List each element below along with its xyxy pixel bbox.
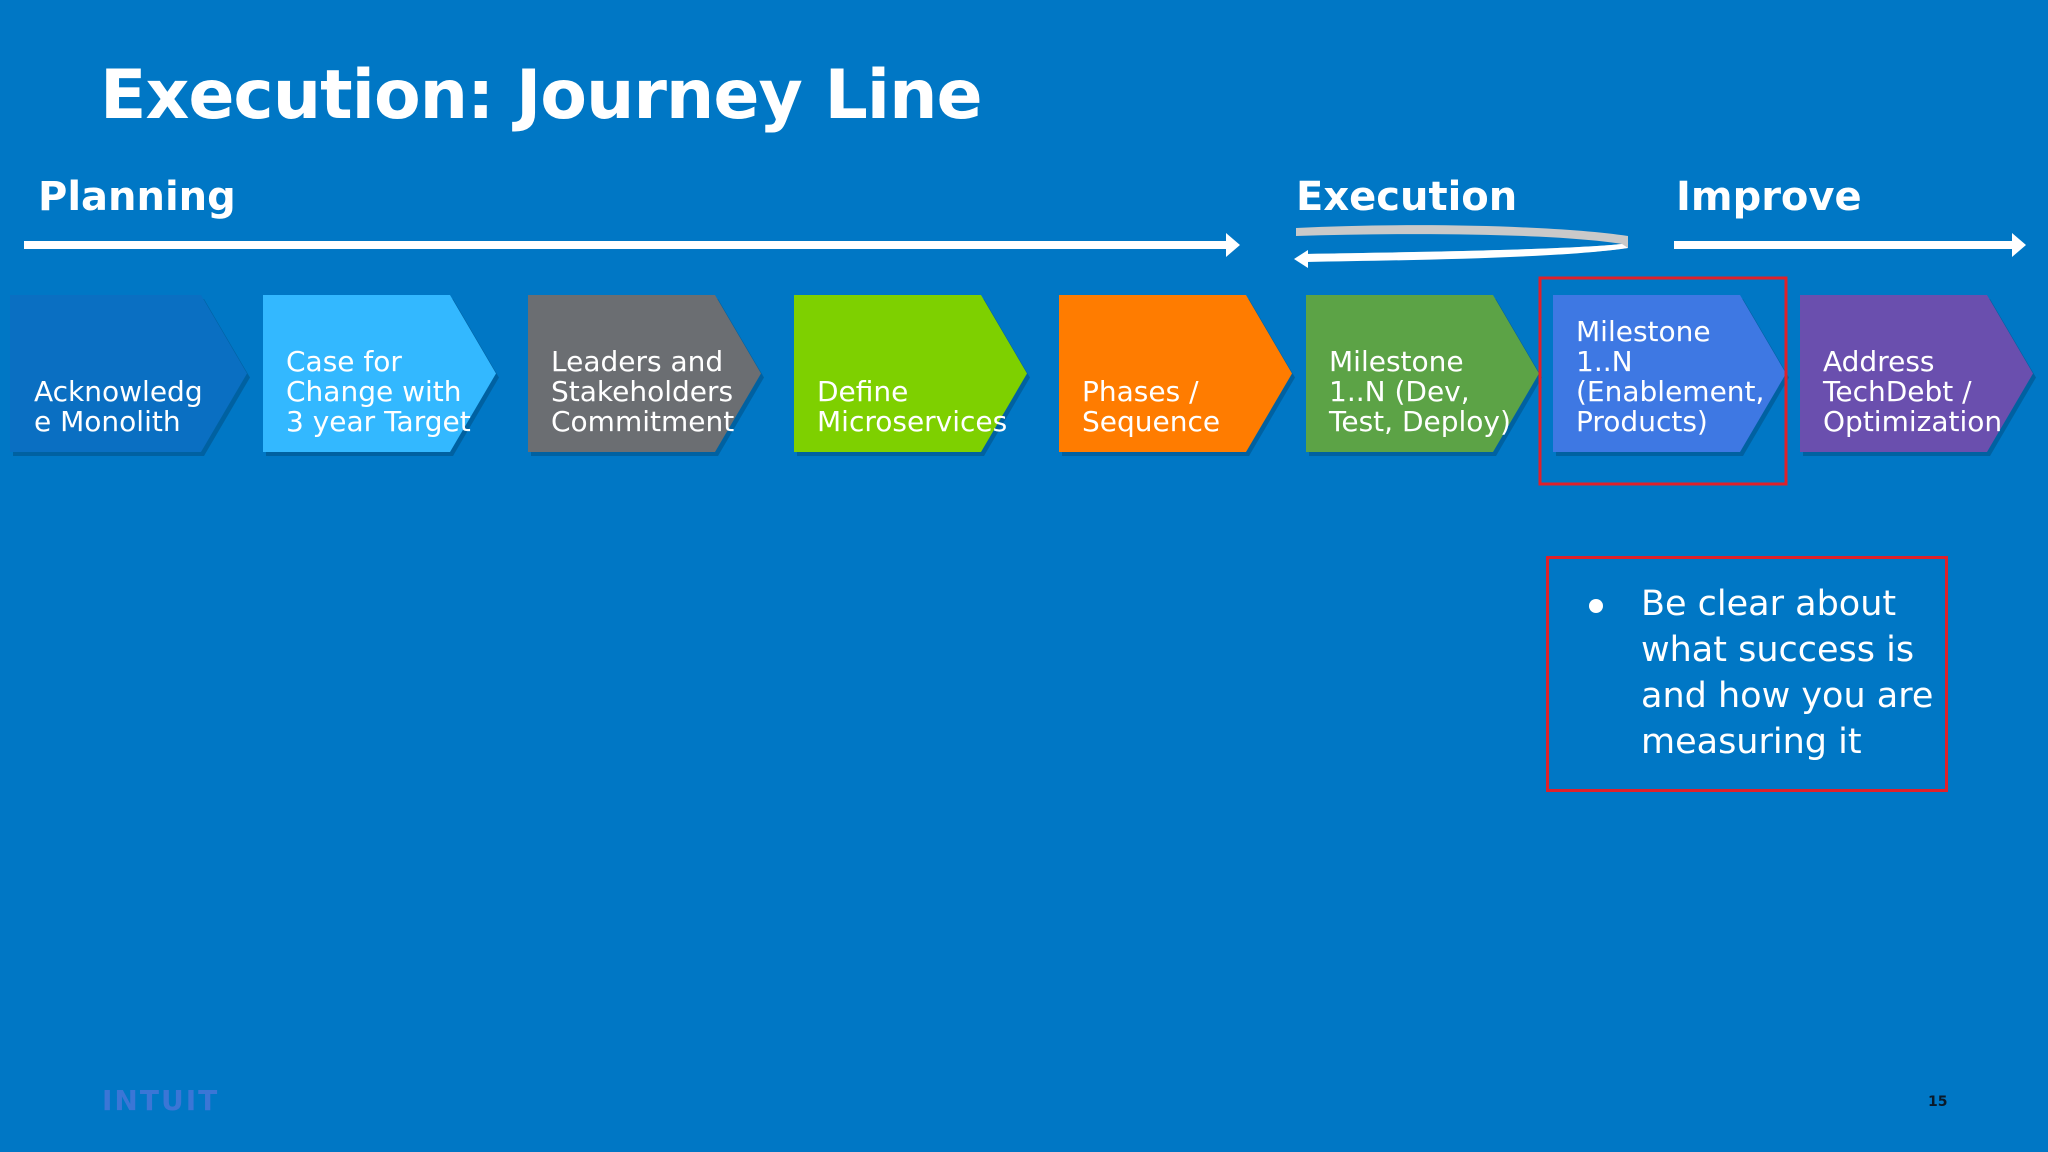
step-label-phases-sequence: Phases / Sequence: [1082, 375, 1221, 438]
intuit-logo: INTUIT: [102, 1084, 220, 1117]
step-label-define-microservices: Define Microservices: [817, 375, 1008, 438]
callout-bullet-text: Be clear about what success is and how y…: [1641, 584, 1934, 762]
step-label-acknowledge-monolith: Acknowledg e Monolith: [34, 375, 203, 438]
slide-title: Execution: Journey Line: [100, 56, 983, 135]
phase-label-improve: Improve: [1676, 174, 1862, 220]
step-label-milestone-enablement: Milestone 1..N (Enablement, Products): [1576, 315, 1765, 438]
step-label-milestone-dev: Milestone 1..N (Dev, Test, Deploy): [1329, 345, 1511, 438]
callout-box: Be clear about what success is and how y…: [1546, 556, 1948, 792]
step-label-leaders-stakeholders: Leaders and Stakeholders Commitment: [551, 345, 735, 438]
page-number: 15: [1928, 1094, 1948, 1110]
improve-arrow: [1674, 233, 2026, 257]
phase-label-planning: Planning: [38, 174, 236, 220]
execution-loop-arrow: [1294, 225, 1628, 268]
step-label-address-techdebt: Address TechDebt / Optimization: [1823, 345, 2003, 438]
step-label-case-for-change: Case for Change with 3 year Target: [286, 345, 471, 438]
phase-label-execution: Execution: [1296, 174, 1518, 220]
planning-arrow: [24, 233, 1240, 257]
bullet-dot-icon: [1589, 599, 1603, 613]
